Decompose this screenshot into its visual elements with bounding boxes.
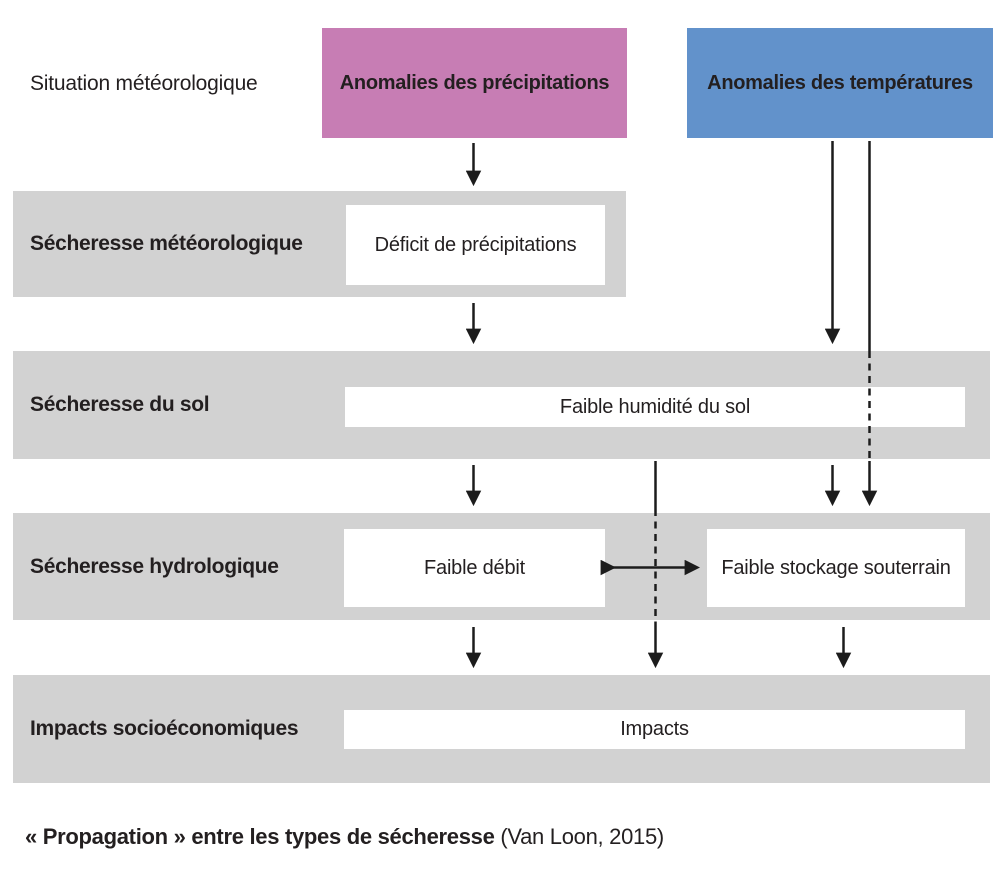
box-faible-stockage-souterrain: Faible stockage souterrain [707,529,965,607]
caption: « Propagation » entre les types de séche… [25,824,664,850]
box-impacts: Impacts [344,710,965,749]
caption-source: (Van Loon, 2015) [494,824,664,849]
band-label-secheresse-du-sol: Sécheresse du sol [30,393,210,416]
temperature-anomalies-box: Anomalies des températures [687,28,993,138]
caption-title: « Propagation » entre les types de séche… [25,824,495,849]
box-faible-humidite-du-sol: Faible humidité du sol [345,387,965,427]
box-deficit-precipitations: Déficit de précipitations [346,205,605,285]
band-label-secheresse-hydrologique: Sécheresse hydrologique [30,554,279,578]
band-label-impacts-socioeconomiques: Impacts socioéconomiques [30,717,299,740]
box-faible-debit: Faible débit [344,529,605,607]
situation-meteo-label: Situation météorologique [30,72,258,95]
precipitation-anomalies-box: Anomalies des précipitations [322,28,627,138]
band-label-secheresse-meteorologique: Sécheresse météorologique [30,232,303,255]
